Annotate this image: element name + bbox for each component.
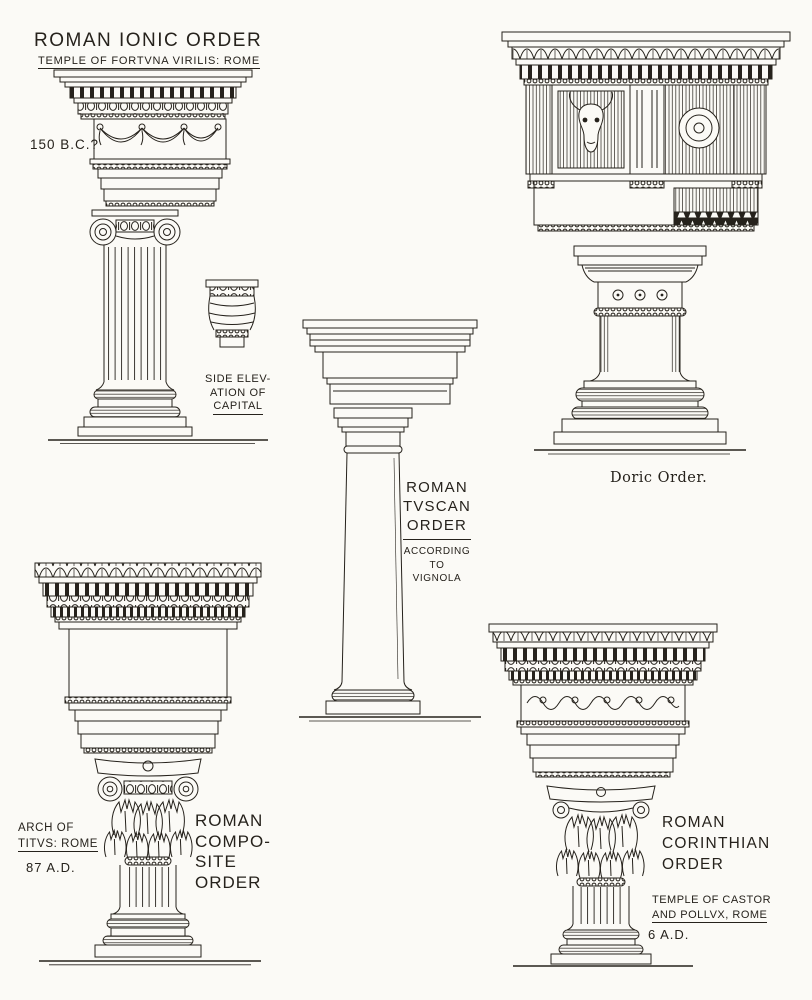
composite-title-line: ROMAN [195, 811, 264, 830]
doric-caption: Doric Order. [610, 470, 708, 486]
corinthian-title-block: ROMAN CORINTHIAN ORDER [662, 812, 770, 875]
composite-source-line: TITVS: ROME [18, 838, 99, 852]
triglyph [629, 84, 665, 175]
side-caption-line: CAPITAL [213, 400, 263, 415]
acanthus-leaves [555, 814, 645, 879]
corinthian-title-line: ORDER [662, 856, 724, 873]
tuscan-subtitle-line: ACCORDING TO [403, 546, 471, 571]
corinthian-date-note: 6 A.D. [648, 927, 690, 942]
composite-title-line: ORDER [195, 872, 262, 892]
corinthian-order-drawing [488, 623, 718, 967]
tuscan-title-line: ORDER [406, 517, 468, 534]
side-caption-line: SIDE ELEV- [205, 373, 271, 385]
bull-skull-motif [569, 91, 613, 153]
tuscan-title-line: TVSCAN [402, 498, 472, 515]
composite-source-line: ARCH OF [18, 822, 74, 834]
tuscan-label-block: ROMAN TVSCAN ORDER ACCORDING TO VIGNOLA [396, 478, 478, 586]
tuscan-subtitle-line: VIGNOLA [412, 573, 462, 584]
doric-order-drawing [501, 31, 791, 455]
corinthian-title-line: ROMAN [662, 814, 726, 831]
corinthian-source-line: TEMPLE OF CASTOR [652, 894, 772, 906]
corinthian-title-line: CORINTHIAN [662, 835, 771, 852]
composite-order-drawing [34, 562, 262, 966]
composite-date-note: 87 A.D. [26, 860, 76, 875]
rosette-band [612, 289, 668, 301]
volute-spirals [97, 776, 199, 802]
tuscan-divider-rule [403, 539, 471, 540]
capital-side-elevation-caption: SIDE ELEV- ATION OF CAPITAL [196, 373, 280, 415]
ionic-subtitle: TEMPLE OF FORTVNA VIRILIS: ROME [38, 55, 261, 69]
ionic-title: ROMAN IONIC ORDER [34, 30, 263, 51]
capital-side-elevation-detail [205, 279, 259, 348]
composite-source-label: ARCH OF TITVS: ROME [18, 820, 99, 852]
patera-motif [678, 107, 720, 149]
ionic-order-drawing [48, 69, 268, 444]
volute-spirals [552, 801, 650, 819]
ionic-date-note: 150 B.C.? [30, 137, 100, 152]
corinthian-source-label: TEMPLE OF CASTOR AND POLLVX, ROME [652, 893, 771, 923]
acanthus-leaves [103, 799, 193, 860]
rinceau-scroll-motif [526, 696, 680, 710]
composite-title-block: ROMAN COMPO- SITE ORDER [195, 811, 271, 893]
garland-swag-motif [96, 123, 222, 146]
composite-title-line: SITE [195, 852, 237, 871]
tuscan-title-line: ROMAN [406, 479, 468, 496]
composite-title-line: COMPO- [195, 831, 271, 851]
corinthian-source-line: AND POLLVX, ROME [652, 909, 768, 923]
tuscan-order-drawing [299, 319, 481, 722]
side-caption-line: ATION OF [210, 386, 266, 399]
